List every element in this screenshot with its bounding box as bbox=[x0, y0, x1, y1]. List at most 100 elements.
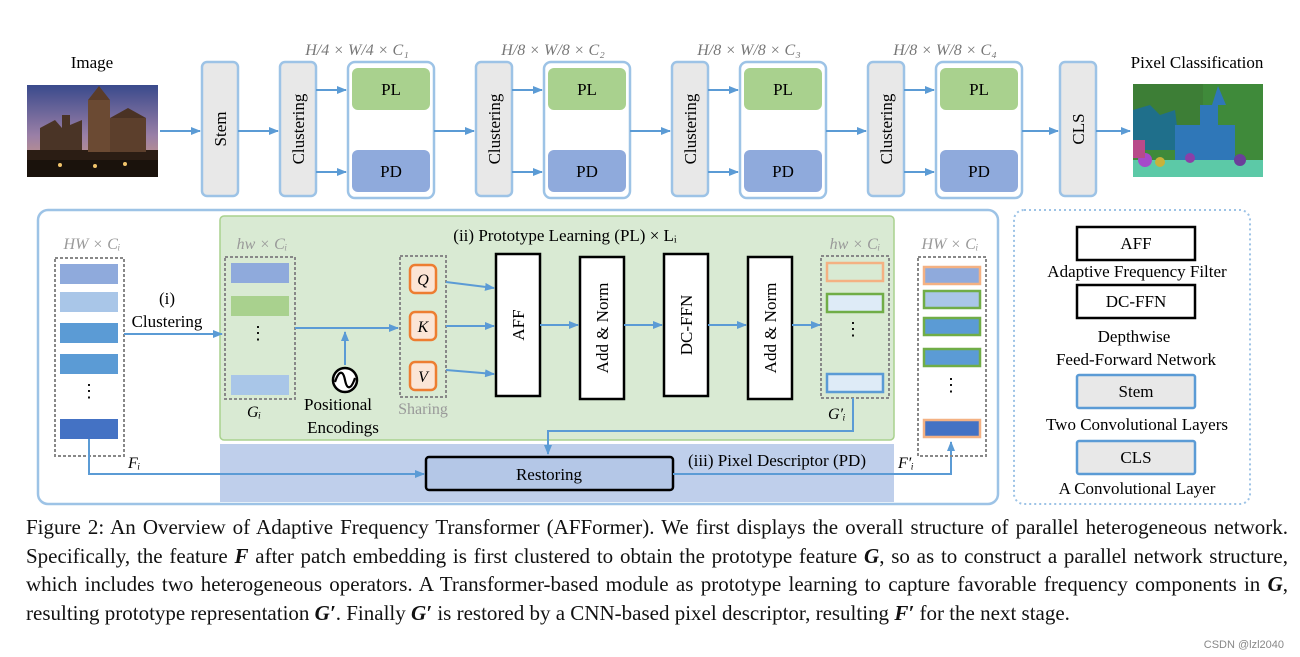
aff-label: AFF bbox=[509, 309, 528, 340]
proto-dim-label: hw × Cᵢ bbox=[237, 236, 288, 253]
legend-aff-box bbox=[1075, 225, 1197, 262]
g-i-prime-label: G′ᵢ bbox=[828, 406, 846, 423]
legend-dcffn-box bbox=[1075, 283, 1197, 320]
out-dim-label: HW × Cᵢ bbox=[921, 236, 979, 253]
prototype-out-token bbox=[825, 372, 885, 394]
proto-ellipsis: ⋮ bbox=[249, 323, 267, 343]
positional-label-1: Positional bbox=[304, 395, 372, 414]
legend-cls-desc: A Convolutional Layer bbox=[1059, 479, 1216, 498]
prototype-out-token bbox=[825, 261, 885, 283]
watermark: CSDN @lzl2040 bbox=[1203, 639, 1284, 651]
clustering-label: Clustering bbox=[132, 312, 203, 331]
caption-text: Figure 2: An Overview of Adaptive Freque… bbox=[26, 515, 1288, 568]
prototype-out-token bbox=[825, 292, 885, 314]
prototype-token bbox=[231, 263, 289, 283]
arrow-fi-restoring bbox=[88, 439, 425, 478]
cls-block bbox=[1058, 60, 1098, 198]
output-token bbox=[922, 289, 982, 310]
figure-diagram: Image Stem H/4 × W/4 × C₁ Clustering PL … bbox=[27, 42, 1264, 506]
prototype-token bbox=[231, 296, 289, 316]
caption-symbol-g: G bbox=[1267, 572, 1283, 596]
legend-dcffn-label: DC-FFN bbox=[1106, 292, 1166, 311]
v-box bbox=[408, 360, 438, 392]
caption-text: for the next stage. bbox=[914, 600, 1070, 625]
cls-label: CLS bbox=[1069, 113, 1088, 144]
legend-aff-label: AFF bbox=[1120, 234, 1151, 253]
arrow-gprime-restoring bbox=[544, 398, 854, 455]
stage-4-clustering-label: Clustering bbox=[877, 93, 896, 164]
output-ellipsis: ⋮ bbox=[942, 375, 960, 395]
proto-out-ellipsis: ⋮ bbox=[844, 319, 862, 339]
pl-title: (ii) Prototype Learning (PL) × Lᵢ bbox=[453, 226, 677, 245]
caption-symbol-g-prime: G′ bbox=[411, 600, 433, 625]
input-token bbox=[60, 292, 118, 312]
input-image bbox=[27, 85, 158, 177]
stage-4-clustering bbox=[866, 60, 906, 198]
legend-cls-label: CLS bbox=[1120, 448, 1151, 467]
stage-3: H/8 × W/8 × C₃ Clustering PL PD bbox=[670, 42, 828, 200]
output-token bbox=[922, 418, 982, 439]
stage-1-clustering-label: Clustering bbox=[289, 93, 308, 164]
figure-caption: Figure 2: An Overview of Adaptive Freque… bbox=[26, 513, 1288, 627]
dcffn-label: DC-FFN bbox=[677, 295, 696, 355]
input-dim-label: HW × Cᵢ bbox=[63, 236, 121, 253]
stage-2-clustering bbox=[474, 60, 514, 198]
f-i-prime-label: F′ᵢ bbox=[897, 455, 914, 472]
f-i-label: Fᵢ bbox=[127, 455, 140, 472]
stage-4-pd-label: PD bbox=[968, 162, 990, 181]
stage-3-pl-label: PL bbox=[773, 80, 793, 99]
stage-2-pl-label: PL bbox=[577, 80, 597, 99]
output-label: Pixel Classification bbox=[1131, 53, 1264, 72]
legend-cls-box bbox=[1075, 439, 1197, 476]
legend-panel bbox=[1013, 209, 1251, 505]
caption-symbol-g: G bbox=[864, 543, 880, 568]
output-token bbox=[922, 265, 982, 286]
stage-3-clustering-label: Clustering bbox=[681, 93, 700, 164]
stage-2-pl bbox=[548, 68, 626, 110]
caption-text: , so as to construct a parallel network … bbox=[26, 543, 1288, 597]
k-box bbox=[408, 310, 438, 342]
add-norm-1-block bbox=[578, 255, 626, 401]
g-i-label: Gᵢ bbox=[247, 404, 261, 421]
q-label: Q bbox=[417, 272, 429, 289]
stage-1-clustering bbox=[278, 60, 318, 198]
arrow-q-aff bbox=[445, 281, 495, 291]
output-feature-box bbox=[917, 256, 987, 457]
stage-2-dim: H/8 × W/8 × C₂ bbox=[500, 42, 605, 59]
legend-stem-label: Stem bbox=[1119, 382, 1154, 401]
pd-title: (iii) Pixel Descriptor (PD) bbox=[688, 451, 866, 470]
q-box bbox=[408, 263, 438, 295]
stage-3-pl bbox=[744, 68, 822, 110]
output-token bbox=[922, 316, 982, 337]
input-ellipsis: ⋮ bbox=[80, 381, 98, 401]
segmentation-output bbox=[1133, 84, 1263, 177]
stage-1-pd-label: PD bbox=[380, 162, 402, 181]
stage-3-pd-label: PD bbox=[772, 162, 794, 181]
stage-1-pl bbox=[352, 68, 430, 110]
stage-4-pd bbox=[940, 150, 1018, 192]
legend-stem-desc: Two Convolutional Layers bbox=[1046, 415, 1228, 434]
stage-1-pl-label: PL bbox=[381, 80, 401, 99]
stage-1-pd bbox=[352, 150, 430, 192]
proto-out-dim-label: hw × Cᵢ bbox=[830, 236, 881, 253]
stage-1: H/4 × W/4 × C₁ Clustering PL PD bbox=[278, 42, 436, 200]
k-label: K bbox=[417, 319, 430, 336]
image-label: Image bbox=[71, 53, 113, 72]
sharing-label: Sharing bbox=[398, 401, 448, 418]
add-norm-2-label: Add & Norm bbox=[761, 283, 780, 374]
caption-text: is restored by a CNN-based pixel descrip… bbox=[432, 600, 895, 625]
arrow-restoring-out bbox=[673, 441, 955, 475]
caption-symbol-f: F bbox=[234, 543, 249, 568]
positional-encoding-icon bbox=[331, 366, 359, 394]
caption-symbol-f-prime: F′ bbox=[894, 600, 915, 625]
dcffn-block bbox=[662, 252, 710, 398]
positional-label-2: Encodings bbox=[307, 418, 379, 437]
output-token bbox=[922, 347, 982, 368]
stage-4-pl-label: PL bbox=[969, 80, 989, 99]
input-token bbox=[60, 419, 118, 439]
restoring-label: Restoring bbox=[516, 465, 583, 484]
caption-text: . Finally bbox=[335, 600, 412, 625]
stem-label: Stem bbox=[211, 112, 230, 147]
stage-2-pd-label: PD bbox=[576, 162, 598, 181]
caption-text: , resulting prototype representation bbox=[26, 572, 1288, 625]
